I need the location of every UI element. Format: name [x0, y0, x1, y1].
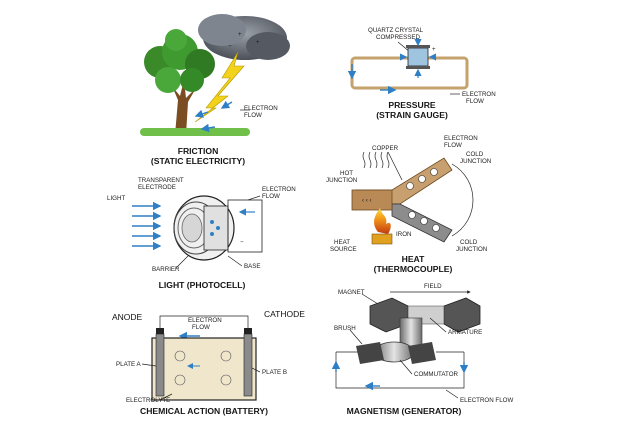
- chemical-title: CHEMICAL ACTION (BATTERY): [140, 406, 268, 416]
- friction-electron-label-1: ELECTRON: [244, 105, 278, 112]
- heat-cold-label-2: JUNCTION: [460, 158, 491, 165]
- quartz-crystal: [407, 47, 429, 67]
- svg-text:−: −: [228, 43, 232, 50]
- light-panel: TRANSPARENT ELECTRODE LIGHT + − ELECTRON…: [107, 177, 296, 290]
- friction-title-2: (STATIC ELECTRICITY): [151, 156, 245, 166]
- heat-panel: COPPER ELECTRON FLOW COLD JUNCTION HOT J…: [326, 135, 491, 274]
- photocell-circuit: [227, 199, 263, 253]
- magnetism-title: MAGNETISM (GENERATOR): [347, 406, 462, 416]
- ground-grass: [140, 128, 250, 136]
- chemical-cathode-label: CATHODE: [264, 309, 305, 319]
- field-label: FIELD: [424, 283, 442, 290]
- pressure-electron-label-1: ELECTRON: [462, 91, 496, 98]
- heat-source-label-1: HEAT: [334, 239, 350, 246]
- heat-iron-label: IRON: [396, 231, 411, 238]
- chemical-electrolyte-label: ELECTROLYTE: [126, 397, 170, 404]
- thermocouple: ‹ ‹ ‹: [351, 157, 453, 243]
- heat-cold2-label-1: COLD: [460, 239, 478, 246]
- light-transparent-label-1: TRANSPARENT: [138, 177, 184, 184]
- pressure-panel: QUARTZ CRYSTAL COMPRESSED + ELECTRON FLO…: [347, 27, 496, 120]
- heat-cold2-label-2: JUNCTION: [456, 246, 487, 253]
- pressure-title-2: (STRAIN GAUGE): [376, 110, 448, 120]
- photocell: [173, 195, 235, 261]
- flame: [371, 208, 393, 245]
- chemical-plate-a-label: PLATE A: [116, 361, 142, 368]
- chemical-electron-label-1: ELECTRON: [188, 317, 222, 324]
- chemical-panel: ANODE CATHODE ELECTRON FLOW PLATE A PLAT…: [112, 309, 305, 416]
- chemical-anode-label: ANODE: [112, 312, 143, 322]
- friction-panel: + + − ELECTRON FLOW FRICTION (STATIC ELE…: [140, 14, 290, 166]
- light-title: LIGHT (PHOTOCELL): [159, 280, 246, 290]
- lightning-bolt: [194, 51, 245, 123]
- heat-copper-label: COPPER: [372, 145, 399, 152]
- svg-text:+: +: [432, 46, 436, 53]
- magnet-label: MAGNET: [338, 289, 365, 296]
- brush-label: BRUSH: [334, 325, 356, 332]
- pressure-title-1: PRESSURE: [388, 100, 436, 110]
- heat-title-2: (THERMOCOUPLE): [374, 264, 453, 274]
- commutator-label: COMMUTATOR: [414, 371, 459, 378]
- light-electron-label-1: ELECTRON: [262, 186, 296, 193]
- friction-title-1: FRICTION: [178, 146, 219, 156]
- battery-cell: [151, 328, 257, 401]
- light-minus: −: [240, 239, 244, 246]
- heat-waves: [362, 151, 390, 169]
- storm-cloud: + + −: [198, 14, 290, 60]
- chemical-plate-b-label: PLATE B: [262, 369, 287, 376]
- light-electron-label-2: FLOW: [262, 193, 280, 200]
- svg-text:+: +: [256, 39, 260, 46]
- pressure-electron-label-2: FLOW: [466, 98, 484, 105]
- magnetism-panel: MAGNET FIELD BRUSH ARMATURE COMMUTATOR E…: [331, 283, 513, 416]
- generator: [356, 297, 481, 364]
- light-rays: [132, 201, 162, 251]
- light-barrier-label: BARRIER: [152, 266, 180, 273]
- light-base-label: BASE: [244, 263, 261, 270]
- pressure-quartz-label-2: COMPRESSED: [376, 34, 421, 41]
- light-transparent-label-2: ELECTRODE: [138, 184, 176, 191]
- heat-electron-label-1: ELECTRON: [444, 135, 478, 142]
- light-label: LIGHT: [107, 195, 125, 202]
- heat-hot-label-1: HOT: [340, 170, 353, 177]
- friction-flow-arrows: [194, 100, 233, 133]
- armature-label: ARMATURE: [448, 329, 482, 336]
- heat-electron-label-2: FLOW: [444, 142, 462, 149]
- heat-cold-label-1: COLD: [466, 151, 484, 158]
- pressure-quartz-label-1: QUARTZ CRYSTAL: [368, 27, 424, 34]
- svg-text:‹ ‹ ‹: ‹ ‹ ‹: [362, 197, 372, 204]
- magnetism-electron-label: ELECTRON FLOW: [460, 397, 513, 404]
- svg-text:+: +: [238, 31, 242, 38]
- heat-source-label-2: SOURCE: [330, 246, 356, 253]
- chemical-electron-label-2: FLOW: [192, 324, 210, 331]
- friction-electron-label-2: FLOW: [244, 112, 262, 119]
- heat-title-1: HEAT: [402, 254, 426, 264]
- tree: [144, 29, 215, 135]
- heat-hot-label-2: JUNCTION: [326, 177, 357, 184]
